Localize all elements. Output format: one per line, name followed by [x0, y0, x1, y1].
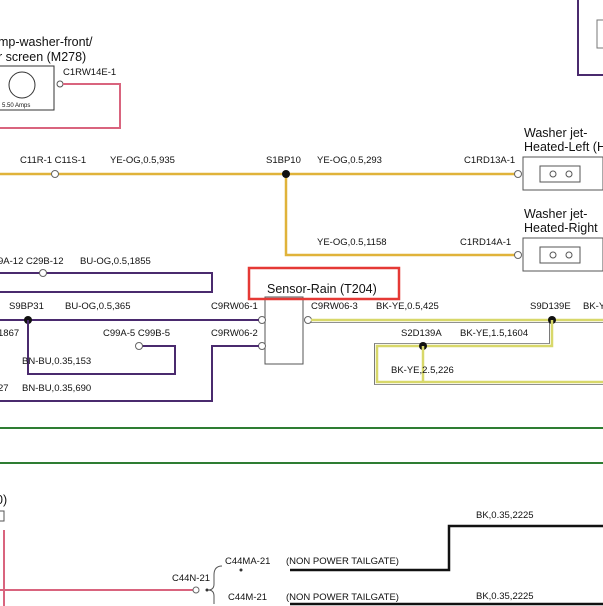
fragment-box-bottomleft	[0, 510, 5, 522]
connector-box-topright-inner	[596, 19, 603, 49]
label-ye-og-293: YE-OG,0.5,293	[317, 155, 382, 166]
label-bn-bu-153: BN-BU,0.35,153	[22, 356, 91, 367]
label-bk-2225-b: BK,0.35,2225	[476, 591, 534, 602]
label-ye-og-935: YE-OG,0.5,935	[110, 155, 175, 166]
label-c44n: C44N-21	[172, 573, 210, 584]
connector-bracket	[207, 565, 223, 604]
label-c29a: 9A-12 C29B-12	[0, 256, 63, 267]
wire-purple-1855	[0, 272, 213, 293]
washer-left-name-2: Heated-Left (H	[524, 140, 603, 154]
pump-name-line1: mp-washer-front/	[0, 35, 93, 49]
washer-right-box	[522, 237, 603, 272]
wire-bkye-1604	[375, 320, 603, 384]
label-s2d139a: S2D139A	[401, 328, 442, 339]
sensor-pin2-label: C9RW06-2	[211, 328, 258, 339]
pump-motor-box	[0, 65, 55, 111]
label-bk-ye-1604: BK-YE,1.5,1604	[460, 328, 528, 339]
label-bk-y: BK-Y	[583, 301, 603, 312]
washer-right-term-a	[549, 251, 557, 259]
wire-bnbu-153	[27, 320, 176, 375]
label-non-power-2: (NON POWER TAILGATE)	[286, 592, 399, 603]
washer-right-pin[interactable]	[514, 251, 522, 259]
sensor-pin3-label: C9RW06-3	[311, 301, 358, 312]
washer-right-element	[539, 246, 581, 264]
washer-left-term-a	[549, 170, 557, 178]
connector-box-topright	[577, 0, 603, 76]
wire-pink-pump	[0, 83, 121, 129]
label-c99a: C99A-5 C99B-5	[103, 328, 170, 339]
washer-left-element	[539, 165, 581, 183]
sensor-pin-3[interactable]	[304, 316, 312, 324]
label-bk-ye-226: BK-YE,2.5,226	[391, 365, 454, 376]
sensor-pin1-label: C9RW06-1	[211, 301, 258, 312]
washer-left-pin[interactable]	[514, 170, 522, 178]
wire-bkye-1604-edge	[374, 322, 603, 385]
label-s9d139e: S9D139E	[530, 301, 571, 312]
c44n-contact	[205, 588, 209, 592]
connector-c99a[interactable]	[135, 342, 143, 350]
label-1867: 1867	[0, 328, 19, 339]
washer-left-box	[522, 156, 603, 191]
sensor-highlight-box	[247, 266, 401, 301]
washer-right-pin-label: C1RD14A-1	[460, 237, 511, 248]
connector-c44n[interactable]	[192, 586, 200, 594]
pump-pin[interactable]	[56, 80, 64, 88]
pump-rating: 5.50 Amps	[2, 103, 30, 109]
washer-left-pin-label: C1RD13A-1	[464, 155, 515, 166]
label-s1bp10: S1BP10	[266, 155, 301, 166]
label-bu-og-365: BU-OG,0.5,365	[65, 301, 130, 312]
washer-right-name-2: Heated-Right	[524, 221, 598, 235]
pump-motor-symbol	[8, 71, 36, 99]
wire-yellow-drop	[284, 174, 516, 257]
wire-bk-2225-upper	[290, 524, 603, 572]
label-bk-2225-a: BK,0.35,2225	[476, 510, 534, 521]
pump-name-line2: r screen (M278)	[0, 50, 86, 64]
splice-s1bp10[interactable]	[282, 170, 290, 178]
label-bk-ye-425: BK-YE,0.5,425	[376, 301, 439, 312]
label-ye-og-1158: YE-OG,0.5,1158	[317, 237, 387, 248]
label-bu-og-1855: BU-OG,0.5,1855	[80, 256, 151, 267]
washer-left-name-1: Washer jet-	[524, 126, 587, 140]
label-c11r: C11R-1 C11S-1	[20, 155, 86, 166]
label-c44ma: C44MA-21	[225, 556, 270, 567]
sensor-rain-body	[264, 296, 304, 365]
washer-left-term-b	[565, 170, 573, 178]
label-bn-bu-690: BN-BU,0.35,690	[22, 383, 91, 394]
sensor-rain-name: Sensor-Rain (T204)	[267, 282, 377, 296]
label-27: 27	[0, 383, 9, 394]
connector-c29b[interactable]	[39, 269, 47, 277]
label-s9bp31: S9BP31	[9, 301, 44, 312]
c44ma-contact[interactable]	[239, 568, 243, 572]
label-c44m: C44M-21	[228, 592, 267, 603]
connector-c11r[interactable]	[51, 170, 59, 178]
washer-right-term-b	[565, 251, 573, 259]
label-non-power-1: (NON POWER TAILGATE)	[286, 556, 399, 567]
washer-right-name-1: Washer jet-	[524, 207, 587, 221]
sensor-pin-2[interactable]	[258, 342, 266, 350]
wire-bnbu-690	[0, 345, 259, 402]
sensor-pin-1[interactable]	[258, 316, 266, 324]
label-paren: 0)	[0, 493, 7, 507]
pump-pin-label: C1RW14E-1	[63, 67, 116, 78]
